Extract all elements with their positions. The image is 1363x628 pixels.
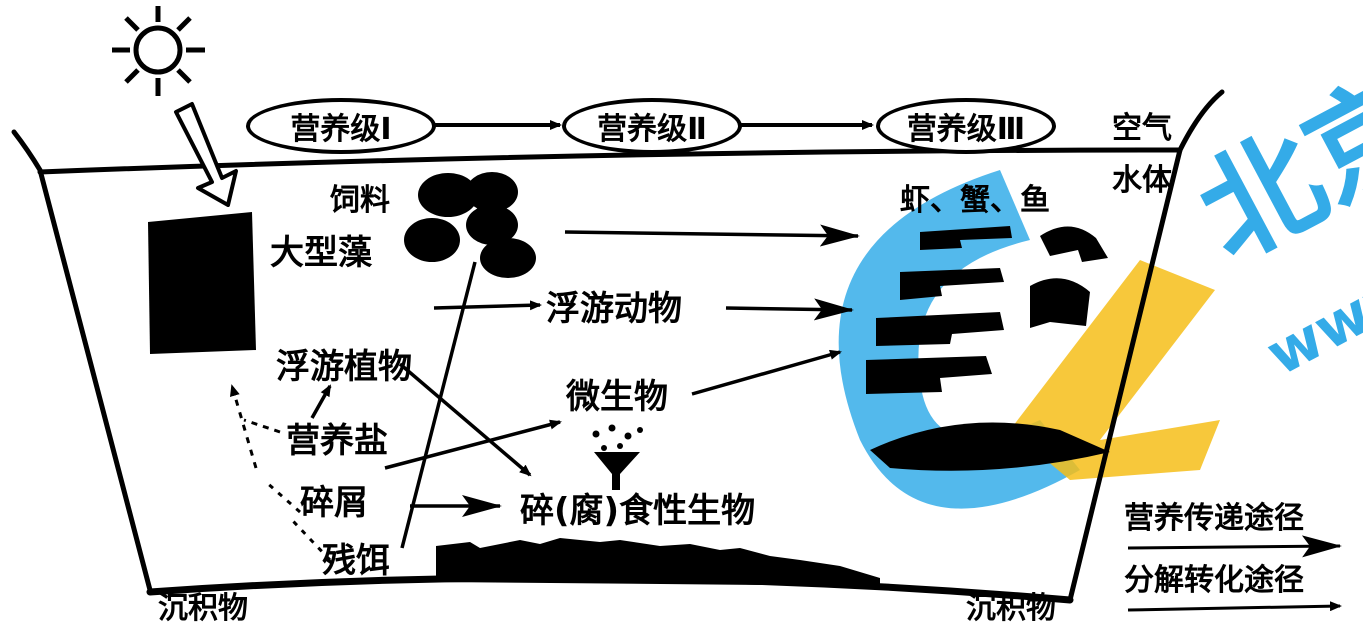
zooplankton-label: 浮游动物	[546, 289, 682, 329]
water-body-label: 水体	[1112, 163, 1172, 198]
sediment-mound	[436, 538, 880, 586]
sediment-left-label: 沉积物	[158, 591, 248, 626]
shrimp-2	[900, 268, 1004, 300]
watermark-k-shape	[1010, 260, 1220, 480]
crab-2	[1030, 278, 1090, 328]
phytoplankton-label: 浮游植物	[276, 347, 412, 387]
trophic-level-3: 营养级Ⅲ	[876, 98, 1056, 154]
trophic-level-3-label: 营养级Ⅲ	[906, 112, 1026, 147]
legend-decomposition-label: 分解转化途径	[1124, 563, 1304, 598]
sunlight-arrow	[174, 102, 238, 207]
trophic-level-1: 营养级Ⅰ	[246, 98, 436, 154]
sun-icon	[112, 6, 205, 96]
fish-2	[866, 356, 992, 394]
trophic-level-1-label: 营养级Ⅰ	[290, 112, 392, 147]
crab-1	[1040, 226, 1108, 262]
feed-label: 饲料	[330, 183, 390, 218]
animal-silhouettes	[866, 226, 1110, 471]
detritivore-funnel-icon	[594, 452, 640, 490]
feed-pellets	[404, 172, 536, 278]
nutrient-salts-label: 营养盐	[286, 421, 388, 461]
watermark	[838, 170, 1220, 509]
shrimp-1	[920, 226, 1012, 250]
trophic-level-2-label: 营养级Ⅱ	[597, 112, 707, 147]
legend-energy-flow-label: 营养传递途径	[1124, 501, 1304, 536]
legend-arrows	[1127, 535, 1342, 612]
fish-1	[876, 312, 1004, 346]
microorganism-dots	[592, 424, 643, 451]
microorganisms-label: 微生物	[566, 377, 668, 417]
shrimp-crab-fish-label: 虾、蟹、鱼	[900, 183, 1050, 218]
macroalgae-label: 大型藻	[270, 233, 372, 273]
residual-feed-label: 残饵	[322, 541, 390, 581]
air-label: 空气	[1112, 111, 1172, 146]
macroalgae-block	[148, 212, 256, 354]
big-fish	[870, 422, 1110, 471]
detritivores-label: 碎(腐)食性生物	[520, 491, 756, 531]
decomposition-dashes	[230, 384, 332, 562]
sediment-right-label: 沉积物	[966, 591, 1056, 626]
watermark-g-shape	[838, 170, 1080, 509]
detritus-label: 碎屑	[300, 483, 368, 523]
trophic-level-2: 营养级Ⅱ	[562, 98, 742, 154]
flow-arrows	[310, 224, 860, 549]
